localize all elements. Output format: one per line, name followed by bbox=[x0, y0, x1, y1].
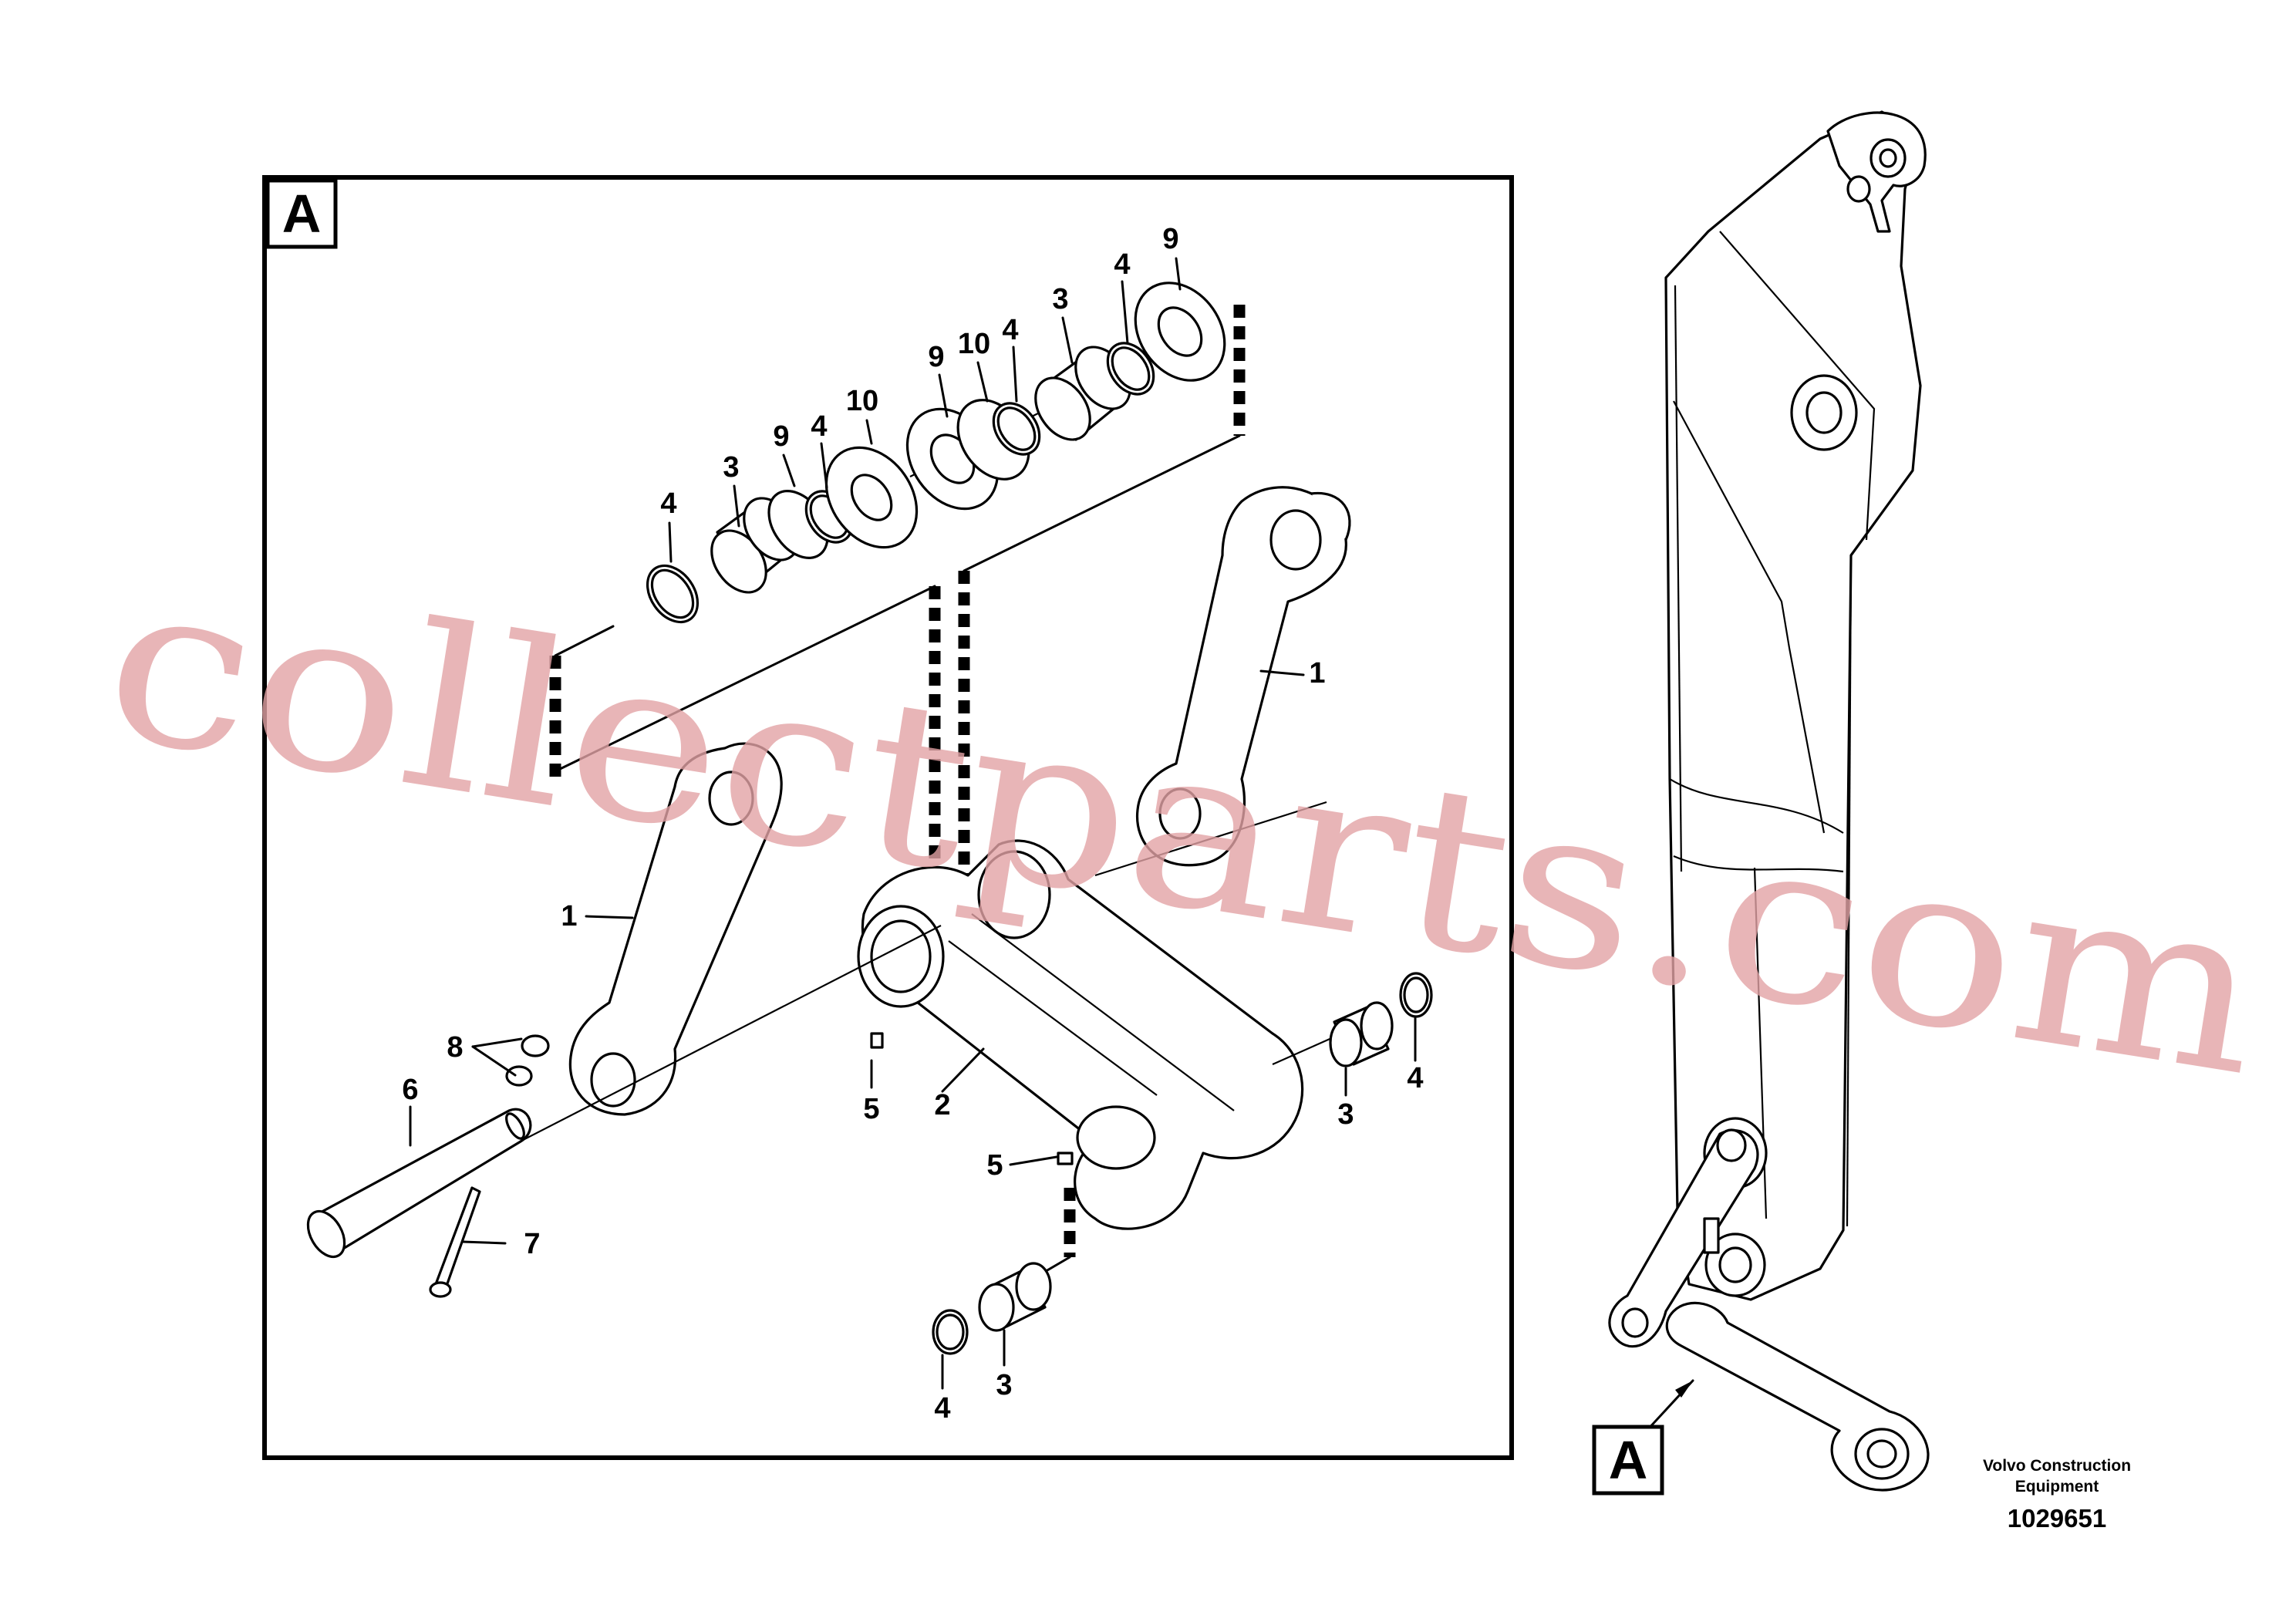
callout-10-mid: 10 bbox=[958, 328, 990, 360]
callout-3-right: 3 bbox=[1337, 1098, 1354, 1131]
nut-8 bbox=[505, 1034, 550, 1087]
overview-callout: A bbox=[1592, 1379, 1694, 1496]
overview-arm bbox=[1608, 110, 1930, 1492]
detail-view-a: A bbox=[262, 175, 1514, 1460]
callout-6: 6 bbox=[402, 1074, 418, 1106]
company-name-line1: Volvo Construction bbox=[1983, 1457, 2131, 1475]
caption-block: Volvo Construction Equipment 1029651 bbox=[1983, 1457, 2131, 1533]
callout-4-left: 4 bbox=[811, 410, 827, 443]
callout-9-left: 9 bbox=[773, 420, 789, 453]
callout-numbers: 9 4 3 4 10 9 10 4 9 3 4 1 1 8 6 7 5 2 5 … bbox=[402, 223, 1423, 1425]
bolt-7 bbox=[429, 1186, 481, 1298]
link-1-right bbox=[1135, 486, 1351, 867]
callout-1-left: 1 bbox=[561, 900, 577, 932]
callout-5-lower: 5 bbox=[986, 1149, 1003, 1182]
detail-frame bbox=[262, 175, 1514, 1460]
callout-4-mid: 4 bbox=[1002, 314, 1018, 346]
grease-nipple-5 bbox=[870, 1032, 1074, 1165]
overview-link bbox=[1608, 1129, 1759, 1348]
callout-3-top: 3 bbox=[1052, 283, 1068, 315]
callout-9-mid: 9 bbox=[928, 341, 944, 373]
bushing-group-upper bbox=[646, 282, 1226, 624]
link-1-left bbox=[568, 742, 783, 1116]
arm-body bbox=[1664, 110, 1922, 1301]
bushing-3-bottom bbox=[978, 1262, 1052, 1332]
callout-3-bottom: 3 bbox=[996, 1369, 1012, 1401]
bushing-3-top bbox=[1034, 346, 1131, 441]
document-number: 1029651 bbox=[2008, 1504, 2106, 1533]
overview-label: A bbox=[1609, 1430, 1648, 1490]
assembly-dash-lines bbox=[549, 305, 1246, 1293]
leader-lines bbox=[409, 257, 1417, 1390]
callout-7: 7 bbox=[524, 1228, 540, 1260]
callout-4-top: 4 bbox=[1114, 248, 1130, 281]
callout-9-top: 9 bbox=[1162, 223, 1178, 255]
callout-8: 8 bbox=[447, 1031, 463, 1064]
company-name-line2: Equipment bbox=[2015, 1478, 2099, 1496]
relay-link-2 bbox=[857, 839, 1304, 1230]
callout-4-right: 4 bbox=[1407, 1062, 1423, 1094]
pin-6 bbox=[306, 1108, 532, 1259]
callout-5-upper: 5 bbox=[863, 1093, 879, 1125]
callout-4-far: 4 bbox=[660, 487, 676, 520]
callout-1-right: 1 bbox=[1309, 657, 1325, 690]
detail-label-box bbox=[265, 178, 338, 249]
detail-label: A bbox=[282, 184, 322, 244]
callout-2: 2 bbox=[934, 1089, 950, 1121]
callout-3-left: 3 bbox=[723, 451, 739, 484]
bushing-3-right bbox=[1329, 1001, 1394, 1067]
callout-10-left: 10 bbox=[846, 385, 878, 417]
overview-label-box bbox=[1592, 1425, 1664, 1496]
callout-4-bottom: 4 bbox=[934, 1392, 950, 1425]
